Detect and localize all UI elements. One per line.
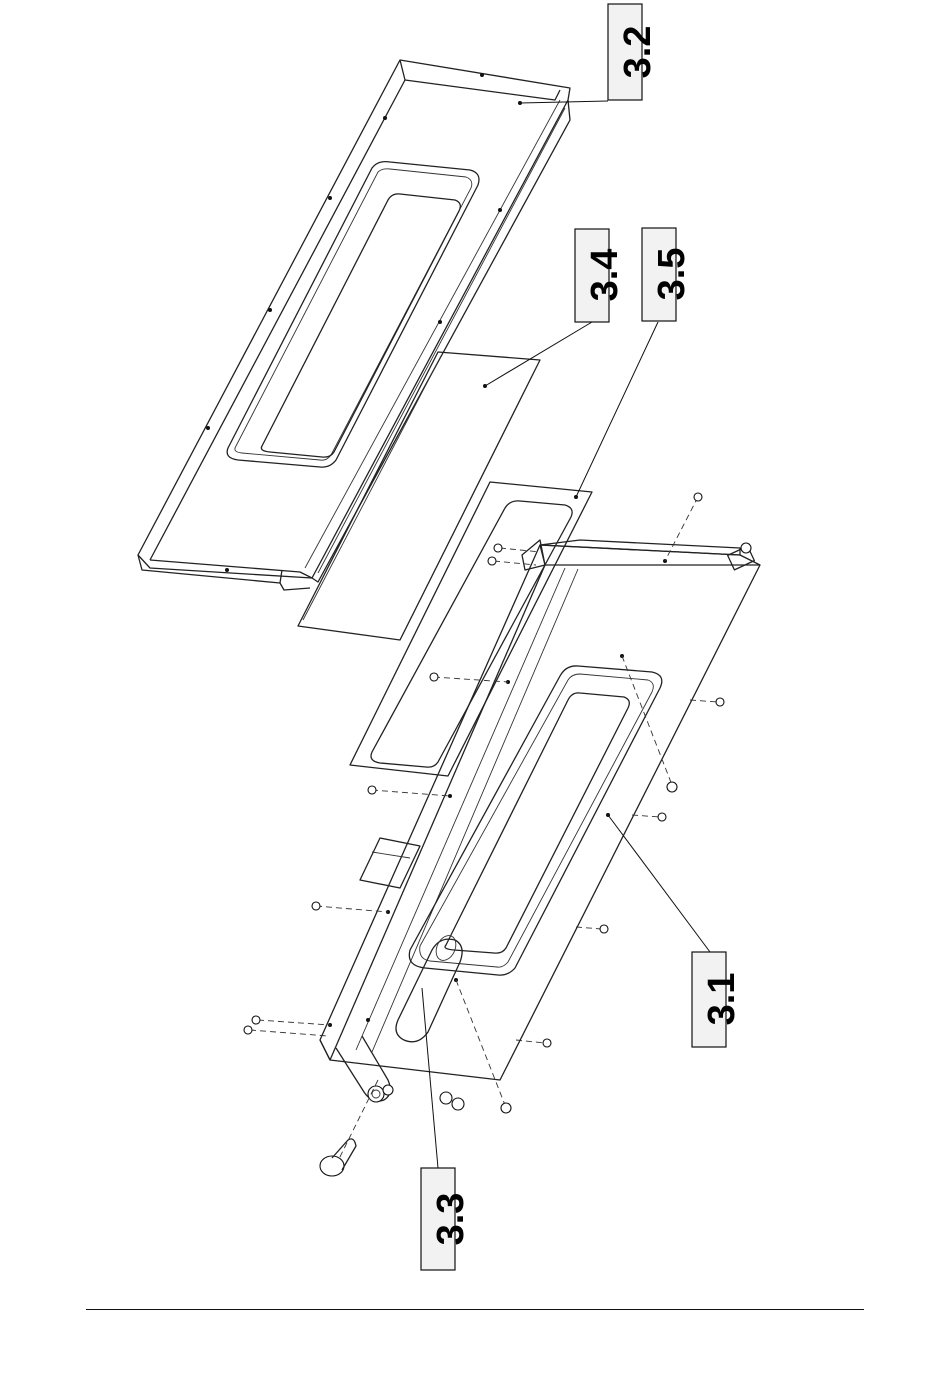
part-3-4-plate [298, 352, 540, 640]
pivot-pin [320, 1139, 356, 1176]
callout-3-1: 3.1 [692, 952, 743, 1047]
part-3-1-window [409, 666, 661, 975]
callout-3-3-text: 3.3 [430, 1193, 472, 1246]
callout-3-4-text: 3.4 [584, 249, 626, 302]
callout-3-1-text: 3.1 [701, 973, 743, 1026]
callout-3-2-text: 3.2 [617, 26, 659, 79]
callout-3-5: 3.5 [642, 228, 693, 321]
callout-3-5-text: 3.5 [651, 248, 693, 301]
callout-3-2: 3.2 [608, 4, 659, 100]
hinge-lug [336, 1036, 390, 1102]
part-3-5-gasket [350, 482, 592, 776]
callout-3-3: 3.3 [421, 1168, 472, 1270]
part-3-3-tube [396, 932, 462, 1041]
part-3-2-top-cover [138, 60, 570, 590]
callout-3-4: 3.4 [575, 229, 626, 322]
footer-rule [86, 1309, 864, 1310]
